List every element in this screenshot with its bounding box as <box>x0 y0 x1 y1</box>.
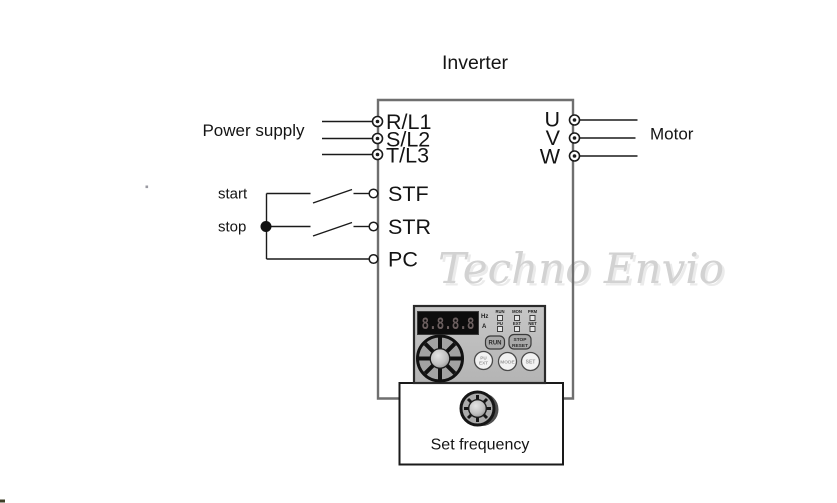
terminal-labels: R/L1 S/L2 T/L3 STF STR PC U V W <box>386 108 561 272</box>
set-frequency-dial <box>459 390 499 427</box>
terminal-t-l3 <box>371 148 384 161</box>
terminal-pc <box>368 253 379 265</box>
hz-unit-label: Hz <box>481 314 488 320</box>
terminal-w <box>568 150 581 162</box>
pu-label: PU <box>480 355 487 360</box>
terminal-label-r-l1: R/L1 <box>386 110 431 134</box>
indicator-label: EXT <box>513 321 522 326</box>
indicator-label: RUN <box>495 309 504 314</box>
str-switch-blade <box>312 221 353 237</box>
terminal-label-stf: STF <box>388 182 429 206</box>
indicator-label: MON <box>512 309 522 314</box>
watermark-text: Techno Envio <box>438 244 724 293</box>
motor-wires <box>580 119 638 157</box>
power-supply-wires <box>322 120 372 156</box>
terminal-stf <box>368 188 379 199</box>
control-terminals <box>368 188 379 265</box>
input-terminals <box>371 115 384 161</box>
set-button: SET <box>520 351 541 372</box>
power-supply-label: Power supply <box>202 121 305 140</box>
m-dial-knob <box>429 348 451 370</box>
watermark-shadow: Techno Envio <box>441 247 727 296</box>
run-button: RUN <box>484 335 506 350</box>
indicator-led <box>514 315 520 321</box>
terminal-label-w: W <box>540 145 561 169</box>
terminal-u <box>568 114 581 126</box>
terminal-label-pc: PC <box>388 248 418 272</box>
indicator-led <box>529 326 536 332</box>
ext-label: EXT <box>479 361 488 366</box>
indicator-col-2: MON EXT <box>512 309 522 332</box>
motor-label: Motor <box>650 125 694 144</box>
watermark: Techno Envio Techno Envio <box>438 244 727 296</box>
artifact-corner-speck <box>0 499 5 503</box>
stop-reset-button: STOP RESET <box>508 333 532 350</box>
junction-dot <box>260 221 272 232</box>
diagram-title: Inverter <box>442 52 509 74</box>
seven-segment-display <box>417 311 479 335</box>
amp-unit-label: A <box>482 324 487 330</box>
indicator-led <box>497 326 503 332</box>
terminal-label-str: STR <box>388 215 431 239</box>
display-digits: 8.8.8.8 <box>422 314 475 333</box>
pu-ext-button: PU EXT <box>473 350 494 371</box>
terminal-str <box>368 221 379 232</box>
terminal-s-l2 <box>371 132 384 145</box>
indicator-col-3: PRM NET <box>528 309 538 332</box>
terminal-label-u: U <box>544 108 560 132</box>
stf-switch-blade <box>312 188 353 204</box>
mode-label: MODE <box>500 360 515 366</box>
m-dial <box>416 334 464 383</box>
operation-panel: 8.8.8.8 Hz A RUN PU MON EXT PRM NET <box>412 304 547 385</box>
output-terminals <box>568 114 581 162</box>
start-label: start <box>218 186 248 203</box>
artifact-speck <box>145 185 149 189</box>
panel-indicators: RUN PU MON EXT PRM NET <box>495 309 538 332</box>
terminal-label-v: V <box>546 126 561 150</box>
set-label: SET <box>526 360 536 366</box>
mode-button: MODE <box>497 351 518 372</box>
indicator-label: NET <box>528 321 537 326</box>
run-button-label: RUN <box>489 341 502 347</box>
dial-knob <box>468 399 488 419</box>
set-frequency-label: Set frequency <box>431 437 530 454</box>
indicator-col-1: RUN PU <box>495 309 505 332</box>
control-circuit <box>265 188 369 260</box>
indicator-led <box>497 315 503 321</box>
stop-label: stop <box>218 219 246 236</box>
indicator-label: PU <box>497 321 503 326</box>
terminal-label-s-l2: S/L2 <box>386 128 430 152</box>
terminal-r-l1 <box>371 115 384 128</box>
stop-button-label: STOP <box>514 337 528 343</box>
indicator-led <box>529 315 536 321</box>
indicator-label: PRM <box>528 309 538 314</box>
terminal-v <box>568 132 581 144</box>
inverter-enclosure-outline <box>376 98 575 400</box>
terminal-label-t-l3: T/L3 <box>386 144 429 168</box>
indicator-led <box>514 326 520 332</box>
reset-button-label: RESET <box>512 343 528 349</box>
